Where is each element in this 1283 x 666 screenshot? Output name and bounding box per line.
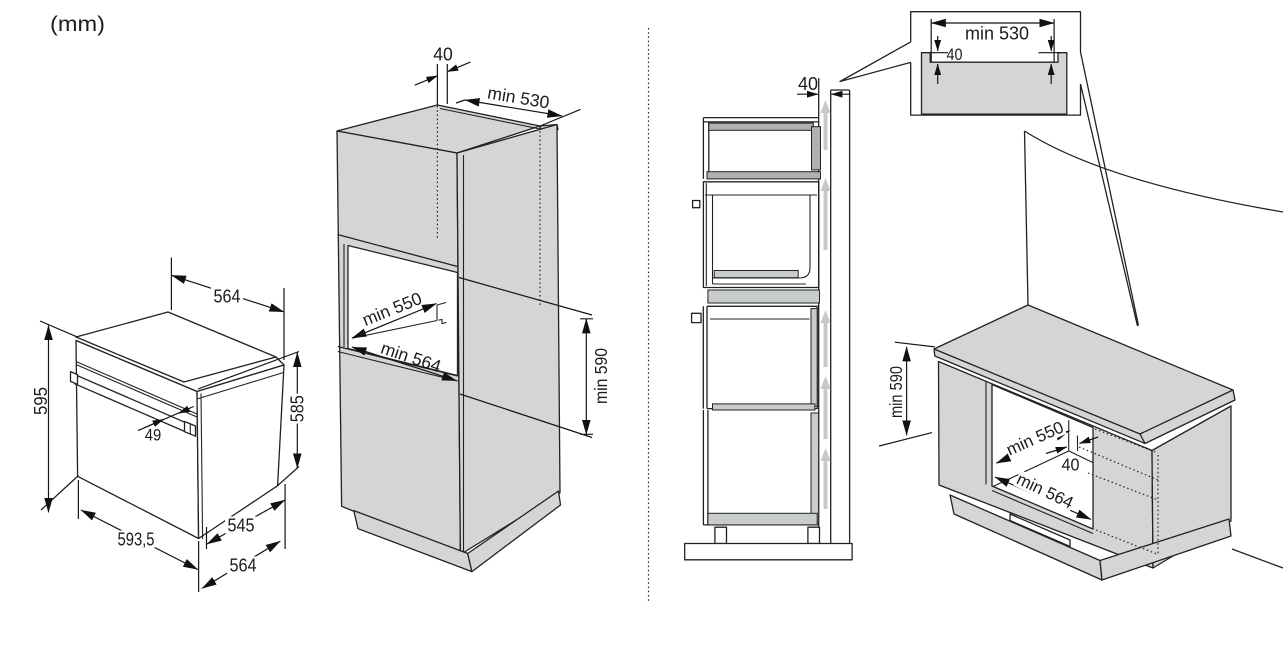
svg-text:min 590: min 590: [591, 348, 611, 404]
svg-text:593,5: 593,5: [118, 529, 155, 550]
svg-text:545: 545: [228, 515, 255, 536]
svg-text:min 530: min 530: [965, 24, 1029, 44]
svg-text:595: 595: [30, 387, 51, 415]
svg-text:585: 585: [287, 395, 308, 422]
svg-text:min 590: min 590: [886, 366, 906, 418]
svg-text:40: 40: [947, 45, 963, 64]
svg-text:40: 40: [798, 73, 818, 94]
svg-text:(mm): (mm): [50, 12, 105, 36]
svg-text:49: 49: [145, 426, 162, 445]
svg-text:564: 564: [230, 555, 257, 576]
svg-text:min 530: min 530: [486, 82, 551, 112]
svg-text:564: 564: [214, 286, 241, 307]
svg-text:40: 40: [1062, 455, 1080, 475]
svg-text:40: 40: [433, 44, 453, 65]
